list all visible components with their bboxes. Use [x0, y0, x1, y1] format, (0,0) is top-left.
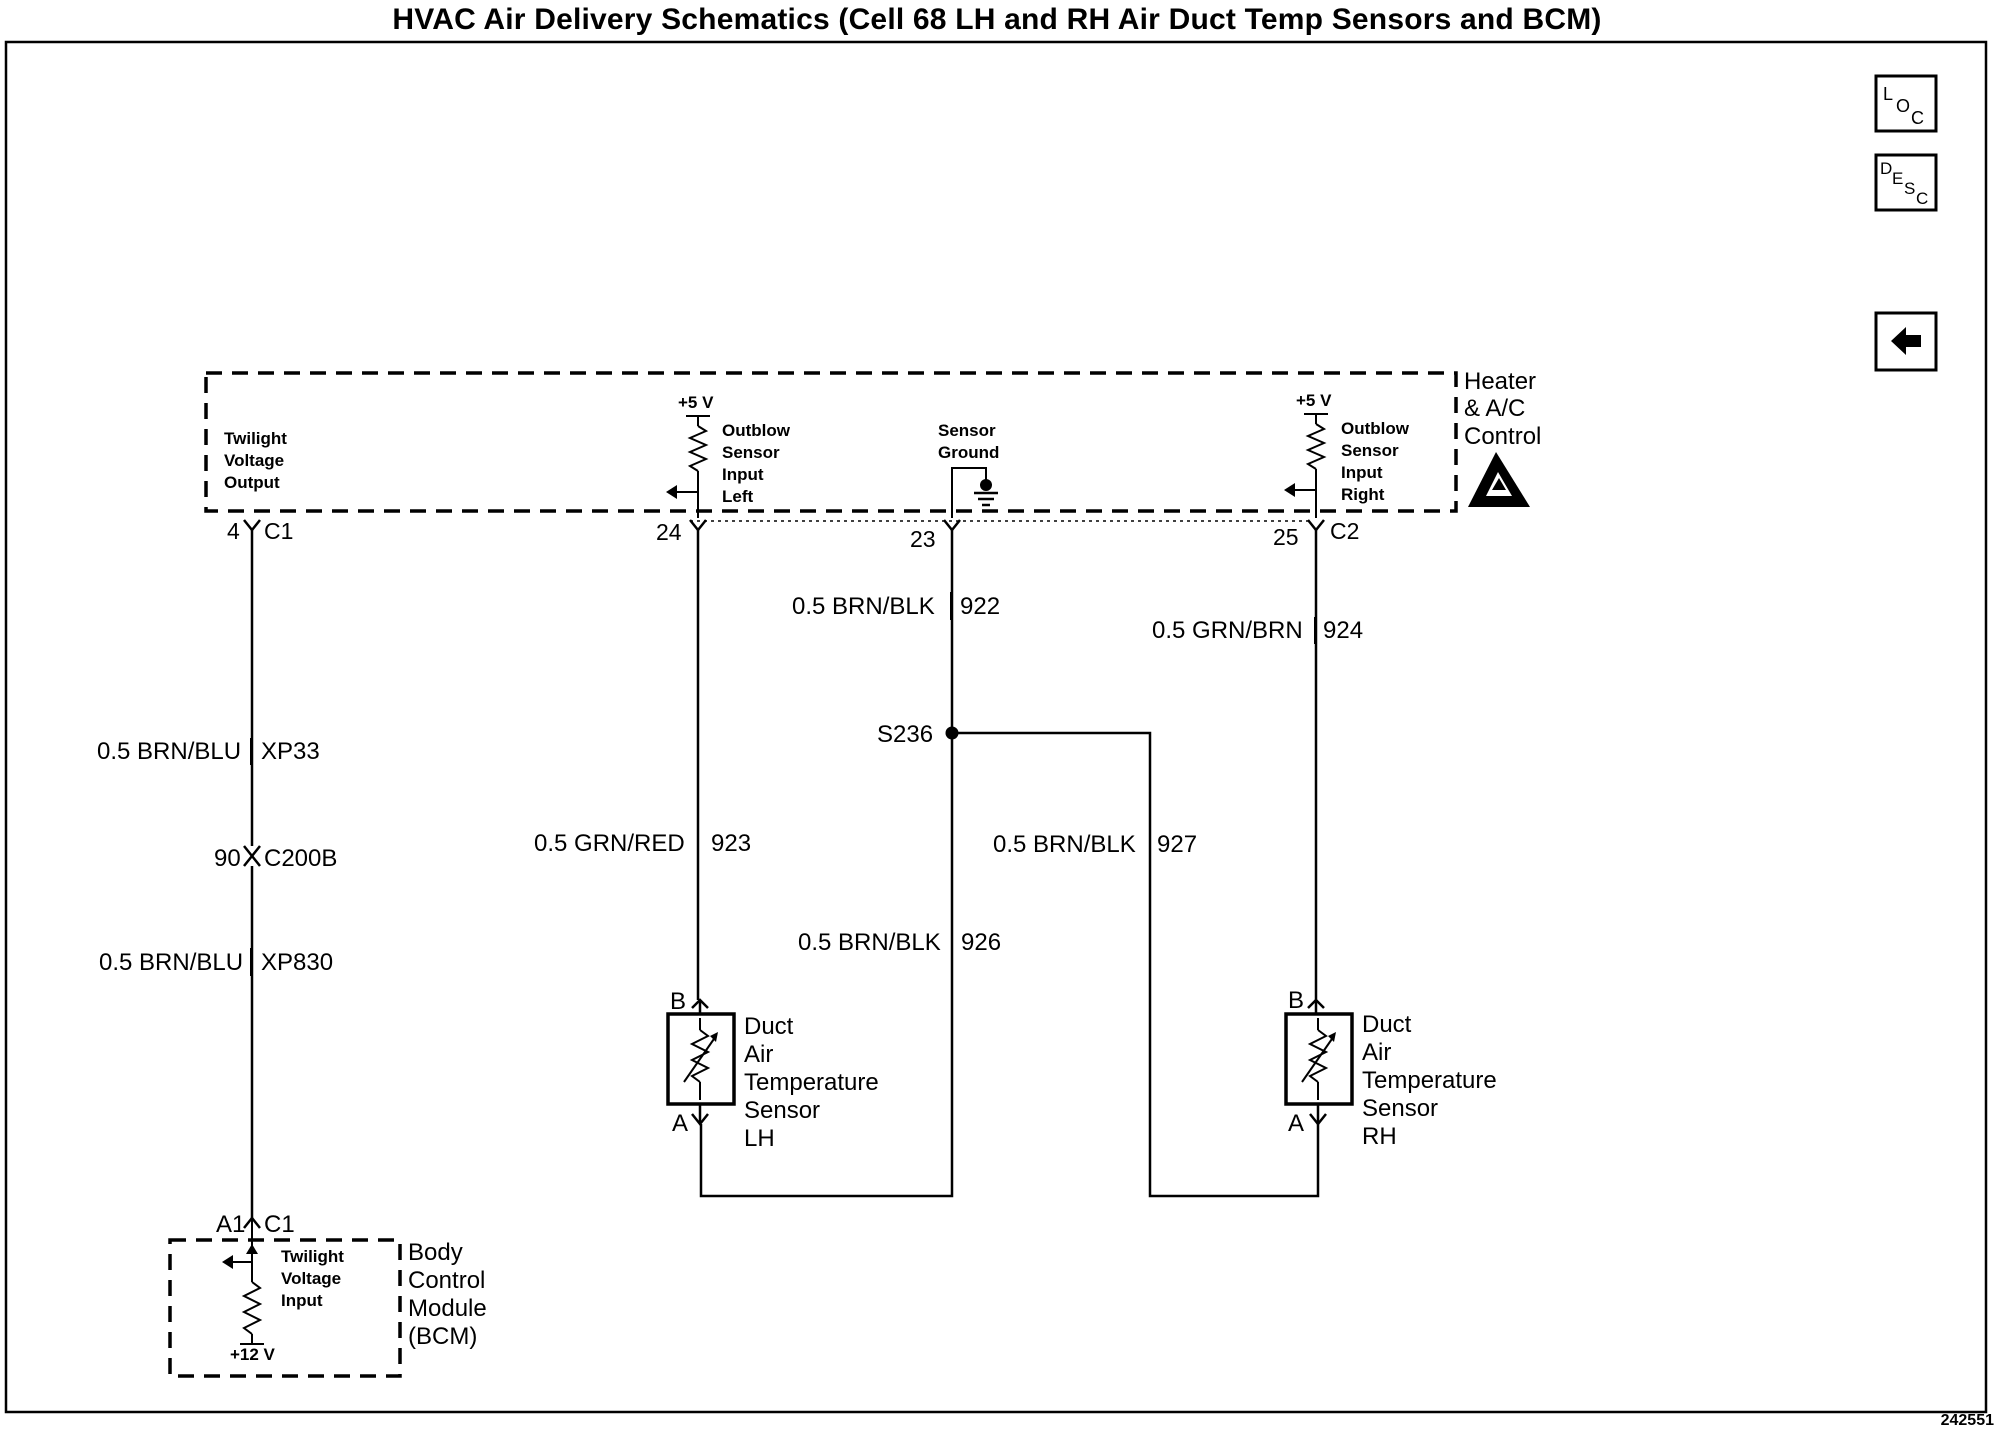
sensor-rh-label: Air: [1362, 1039, 1391, 1066]
bcm-name-label: Module: [408, 1295, 487, 1322]
right-outblow-label: Sensor: [1341, 441, 1399, 460]
c200b-connector-label: C200B: [264, 845, 337, 872]
bcm-name-label: (BCM): [408, 1323, 477, 1350]
hvac-control-box: [204, 371, 1458, 513]
bcm-name-label: Body: [408, 1239, 463, 1266]
left-5v-label: +5 V: [678, 393, 714, 412]
sensor-ground-label: Ground: [938, 443, 999, 462]
wire-color-label: 0.5 GRN/BRN: [1152, 617, 1303, 644]
sensor-rh-label: Sensor: [1362, 1095, 1438, 1122]
bcm-twilight-label: Twilight: [281, 1247, 344, 1266]
connector-c1-label: C1: [264, 518, 293, 544]
body-control-module: A1 C1 +12 V Twilight Voltage Input Body …: [168, 1211, 487, 1378]
twilight-output-label: Output: [224, 473, 280, 492]
bcm-twilight-label: Voltage: [281, 1269, 341, 1288]
wire-number-label: 924: [1323, 617, 1363, 644]
sensor-lh-label: Temperature: [744, 1069, 879, 1096]
c200b-pin-label: 90: [214, 845, 241, 872]
hvac-name-line: Heater: [1464, 368, 1536, 395]
left-outblow-label: Sensor: [722, 443, 780, 462]
loc-letter: O: [1896, 96, 1910, 116]
sensor-rh-label: RH: [1362, 1123, 1397, 1150]
wire-number-label: XP33: [261, 738, 320, 765]
sensor-rh-pin-b: B: [1288, 987, 1304, 1014]
twilight-output-label: Voltage: [224, 451, 284, 470]
bcm-twilight-label: Input: [281, 1291, 323, 1310]
sensor-lh-pin-b: B: [670, 988, 686, 1015]
desc-letter: S: [1904, 179, 1915, 198]
pin-4-label: 4: [227, 518, 240, 544]
right-5v-label: +5 V: [1296, 391, 1332, 410]
sensor-lh-pin-a: A: [672, 1110, 688, 1137]
desc-letter: C: [1916, 189, 1928, 208]
bcm-12v-label: +12 V: [230, 1345, 276, 1364]
back-button[interactable]: [1874, 311, 1938, 372]
wire-926: [699, 733, 954, 1198]
page-title: HVAC Air Delivery Schematics (Cell 68 LH…: [392, 3, 1602, 36]
wire-color-label: 0.5 BRN/BLK: [798, 929, 941, 956]
sensor-rh-pin-a: A: [1288, 1110, 1304, 1137]
pin-23-label: 23: [910, 526, 936, 552]
bcm-connector-label: C1: [264, 1211, 295, 1238]
wire-927: [952, 731, 1320, 1198]
loc-letter: C: [1911, 108, 1924, 128]
loc-button[interactable]: L O C: [1874, 74, 1938, 133]
right-outblow-label: Input: [1341, 463, 1383, 482]
wire-number-label: 922: [960, 593, 1000, 620]
wire-number-label: 927: [1157, 831, 1197, 858]
left-arrow-icon: [1891, 327, 1921, 355]
hvac-name-line: Control: [1464, 423, 1541, 450]
duct-sensor-lh: B A Duct Air Temperature Sensor LH: [666, 988, 879, 1152]
sensor-lh-label: Air: [744, 1041, 773, 1068]
splice-label: S236: [877, 721, 933, 748]
sensor-lh-label: LH: [744, 1125, 775, 1152]
wire-color-label: 0.5 BRN/BLU: [99, 949, 243, 976]
right-outblow-resistor: [1305, 423, 1327, 470]
right-outblow-label: Right: [1341, 485, 1385, 504]
wire-number-label: 926: [961, 929, 1001, 956]
wire-color-label: 0.5 GRN/RED: [534, 830, 685, 857]
bcm-pin-label: A1: [216, 1211, 245, 1238]
right-outblow-label: Outblow: [1341, 419, 1410, 438]
wire-color-label: 0.5 BRN/BLU: [97, 738, 241, 765]
diagram-frame: [4, 40, 1988, 1414]
esd-warning-icon: [1468, 452, 1530, 507]
sensor-lh-label: Sensor: [744, 1097, 820, 1124]
left-outblow-label: Outblow: [722, 421, 791, 440]
sensor-rh-label: Temperature: [1362, 1067, 1497, 1094]
loc-letter: L: [1883, 84, 1893, 104]
left-outblow-resistor: [687, 425, 709, 472]
wire-color-label: 0.5 BRN/BLK: [993, 831, 1136, 858]
left-outblow-label: Left: [722, 487, 754, 506]
desc-button[interactable]: D E S C: [1874, 153, 1938, 212]
left-outblow-label: Input: [722, 465, 764, 484]
sensor-lh-label: Duct: [744, 1013, 794, 1040]
ground-icon: [974, 479, 998, 507]
wire-number-label: XP830: [261, 949, 333, 976]
splice-s236: [945, 726, 959, 740]
desc-letter: D: [1880, 159, 1892, 178]
bcm-name-label: Control: [408, 1267, 485, 1294]
pin-25-label: 25: [1273, 524, 1299, 550]
wire-number-label: 923: [711, 830, 751, 857]
sensor-rh-label: Duct: [1362, 1011, 1412, 1038]
pin-24-label: 24: [656, 519, 682, 545]
sensor-ground-label: Sensor: [938, 421, 996, 440]
connector-c2-label: C2: [1330, 518, 1359, 544]
duct-sensor-rh: B A Duct Air Temperature Sensor RH: [1284, 987, 1497, 1150]
twilight-output-label: Twilight: [224, 429, 287, 448]
desc-letter: E: [1892, 169, 1903, 188]
hvac-name-line: & A/C: [1464, 395, 1525, 422]
document-number: 242551: [1940, 1412, 1994, 1429]
wire-color-label: 0.5 BRN/BLK: [792, 593, 935, 620]
